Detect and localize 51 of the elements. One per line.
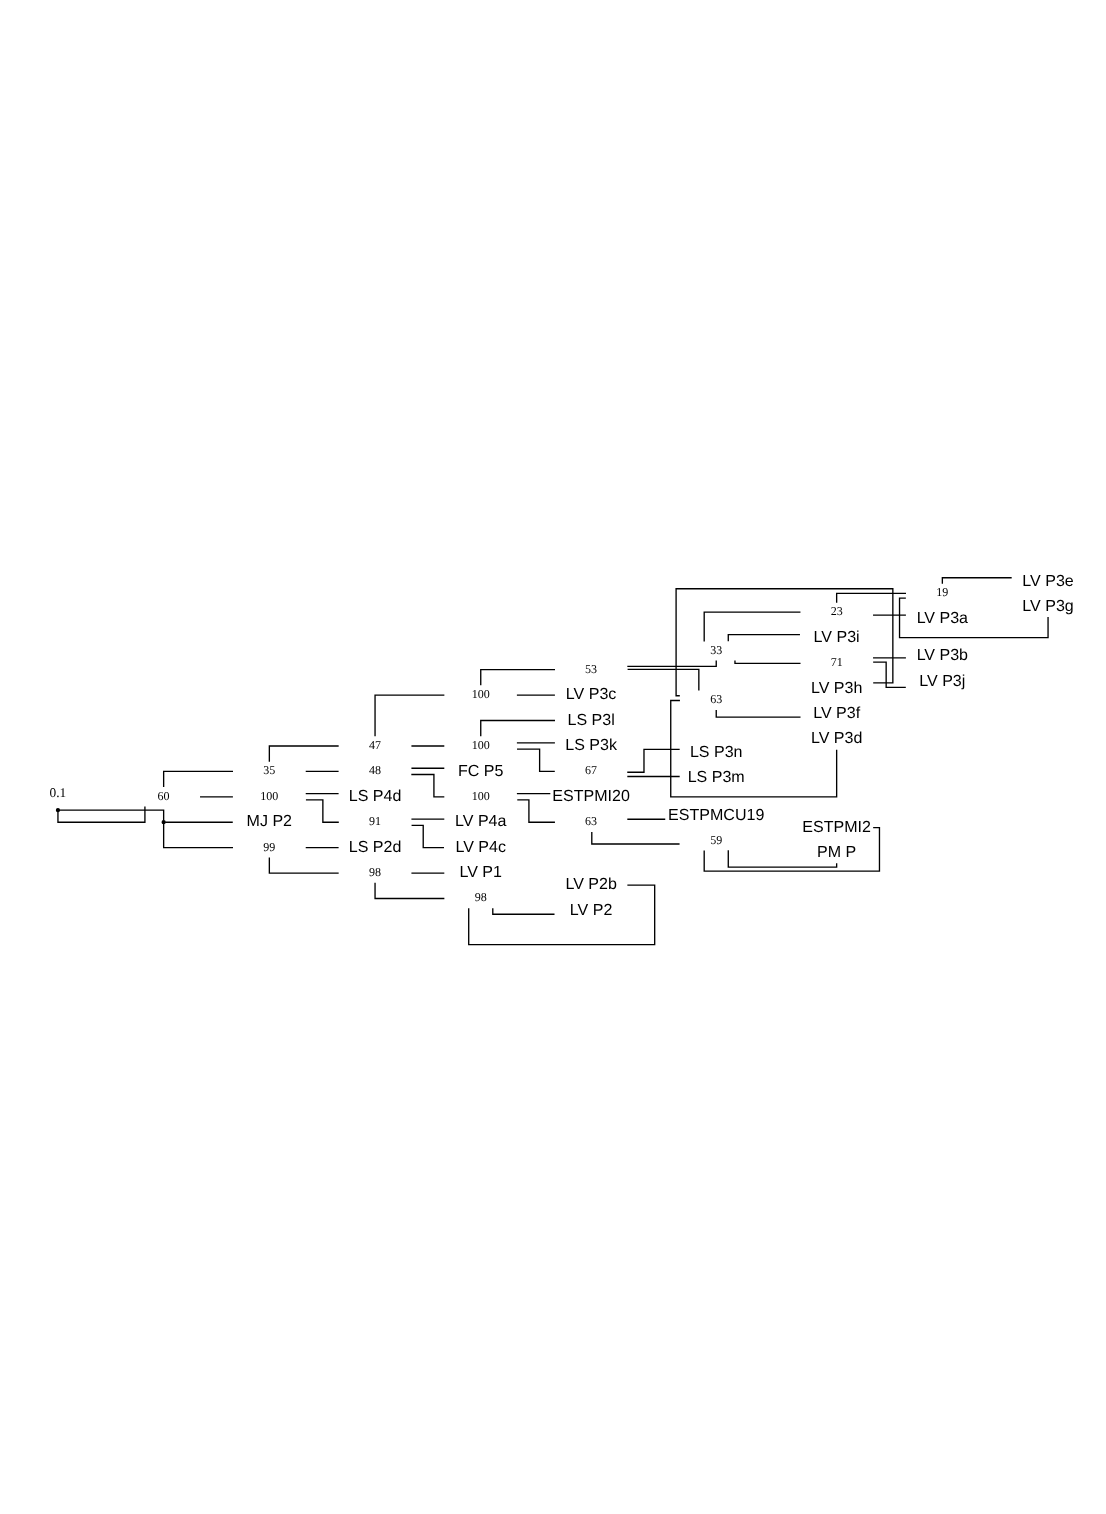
connector [305,798,340,822]
connector [703,610,802,642]
node-point [55,807,61,812]
connector [374,881,446,899]
connector [727,848,838,867]
connector [872,656,907,658]
connector [305,845,340,848]
connector [941,576,1013,584]
connector [410,744,445,746]
connector [480,668,556,686]
connector [727,632,801,641]
connector [516,693,556,695]
connector [836,591,907,603]
connector [410,772,445,797]
connector [670,698,838,797]
connector [374,693,446,736]
connector [872,660,907,687]
connector [163,822,234,848]
connector [626,747,681,772]
connector [626,817,666,819]
connector [626,774,681,777]
connector [410,871,445,873]
connector [898,596,1049,638]
connector [164,820,234,822]
connector [591,830,681,844]
connector [675,587,894,696]
connector [626,658,717,666]
connector [734,658,802,663]
connector [268,744,340,762]
connector [872,613,907,615]
connector [58,808,165,820]
connector [516,792,551,794]
connector [57,804,146,822]
connector [516,747,556,772]
connector [305,769,340,772]
connector [199,795,234,797]
connector [492,906,556,914]
connector [410,817,445,819]
connector [516,798,556,822]
connector [516,741,556,743]
connector [268,855,340,873]
connector [305,792,340,794]
node-point [161,819,166,824]
connector [703,825,881,871]
connector [626,667,700,691]
connector [715,708,802,717]
connector [468,883,656,945]
connector [410,823,445,848]
connector [480,718,556,736]
connector [410,766,445,768]
connector [163,769,234,787]
